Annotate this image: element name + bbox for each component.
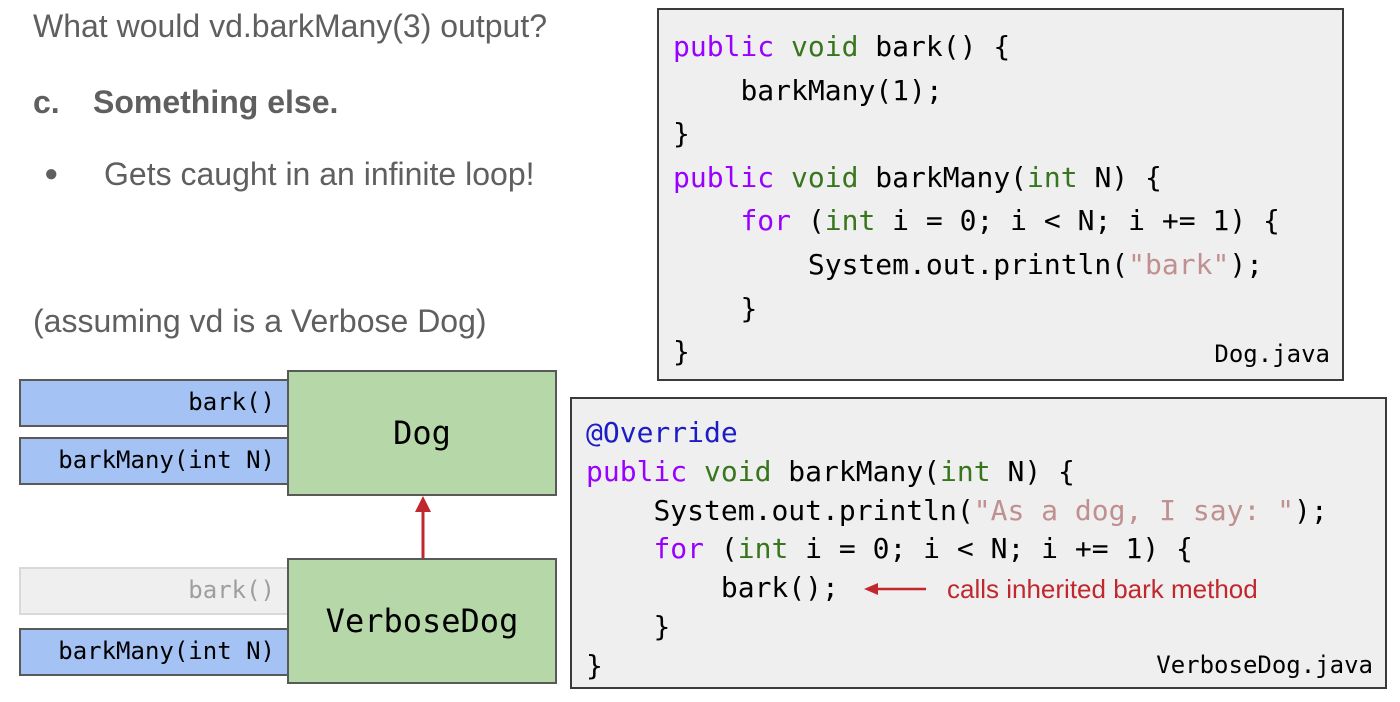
code-token: );	[1294, 493, 1328, 527]
bullet-point: ● Gets caught in an infinite loop!	[44, 156, 535, 193]
dog-code-line: barkMany(1);	[673, 69, 1280, 113]
code-token: );	[1229, 247, 1264, 281]
code-token: barkMany(	[858, 160, 1028, 194]
dog-code-block: public void bark() { barkMany(1);} public…	[673, 25, 1280, 374]
verbosedog-filename: VerboseDog.java	[1156, 651, 1373, 679]
code-token: "As a dog, I say: "	[973, 493, 1295, 527]
dog-code-line: public void barkMany(int N) {	[673, 156, 1280, 200]
verbosedog-code-line: for (int i = 0; i < N; i += 1) {	[586, 530, 1328, 569]
bullet-text: Gets caught in an infinite loop!	[104, 156, 535, 192]
code-token: barkMany(	[771, 454, 941, 488]
bullet-dot-icon: ●	[44, 160, 59, 187]
annotation-arrow	[864, 583, 926, 595]
code-token: int	[940, 454, 991, 488]
question-text: What would vd.barkMany(3) output?	[33, 8, 548, 44]
code-token: i = 0; i < N; i += 1) {	[875, 204, 1280, 238]
code-token: }	[586, 648, 603, 682]
verbosedog-code-line: bark();	[586, 569, 1328, 608]
code-token: N) {	[990, 454, 1075, 488]
verbosedog-code-line: public void barkMany(int N) {	[586, 453, 1328, 492]
code-token	[687, 455, 704, 488]
code-token: i = 0; i < N; i += 1) {	[788, 532, 1193, 566]
dog-method-barkmany: barkMany(int N)	[19, 437, 291, 485]
code-token: (	[791, 204, 825, 238]
dog-code-line: }	[673, 287, 1280, 331]
code-token: "bark"	[1128, 247, 1230, 281]
dog-class-box: Dog	[287, 370, 557, 496]
dog-code-line: }	[673, 330, 1280, 374]
code-token: for	[653, 532, 705, 566]
dog-code-line: }	[673, 112, 1280, 156]
verbosedog-code-line: @Override	[586, 414, 1328, 453]
annotation-arrow-head	[864, 583, 878, 595]
dog-filename: Dog.java	[1214, 340, 1330, 368]
inheritance-arrow	[415, 496, 431, 558]
code-token: void	[704, 454, 772, 488]
code-token: public	[673, 160, 775, 194]
code-token	[774, 30, 791, 63]
code-token: }	[740, 291, 758, 325]
verbosedog-class-name: VerboseDog	[325, 602, 519, 640]
annotation-text: calls inherited bark method	[947, 574, 1258, 604]
assumption-text: (assuming vd is a Verbose Dog)	[33, 303, 487, 339]
verbosedog-method-barkmany: barkMany(int N)	[19, 628, 291, 676]
code-token: void	[791, 30, 859, 63]
code-token: @Override	[586, 416, 738, 449]
code-token: int	[824, 204, 876, 238]
code-token	[774, 161, 791, 194]
code-token: bark();	[720, 571, 839, 605]
code-token: System.out.println(	[653, 493, 974, 527]
code-token: (	[704, 532, 738, 566]
code-token: for	[740, 204, 792, 238]
verbosedog-code-line: }	[586, 608, 1328, 647]
answer-text: Something else.	[93, 84, 339, 120]
code-token: barkMany(1);	[740, 73, 943, 107]
code-token: }	[673, 117, 690, 151]
code-token: System.out.println(	[807, 247, 1129, 281]
code-token: }	[673, 335, 690, 369]
answer-option: c. Something else.	[33, 84, 338, 121]
code-token: public	[673, 30, 775, 63]
dog-method-bark: bark()	[19, 379, 291, 427]
verbosedog-code-line: System.out.println("As a dog, I say: ");	[586, 492, 1328, 531]
dog-class-name: Dog	[393, 414, 451, 452]
dog-code-line: System.out.println("bark");	[673, 243, 1280, 287]
code-token: bark() {	[858, 30, 1011, 63]
verbosedog-code-line: }	[586, 647, 1328, 686]
verbosedog-method-bark-inherited: bark()	[19, 567, 291, 615]
code-token: public	[586, 454, 688, 488]
code-token: void	[791, 160, 859, 194]
inheritance-arrow-head	[415, 496, 431, 512]
code-token: N) {	[1077, 160, 1162, 194]
code-token: int	[1027, 160, 1078, 194]
verbosedog-class-box: VerboseDog	[287, 558, 557, 684]
dog-code-box: public void bark() { barkMany(1);} public…	[657, 8, 1344, 381]
dog-code-line: public void bark() {	[673, 25, 1280, 69]
dog-code-line: for (int i = 0; i < N; i += 1) {	[673, 199, 1280, 243]
code-token: int	[737, 532, 789, 566]
code-token: }	[653, 609, 671, 643]
answer-letter: c.	[33, 84, 60, 120]
